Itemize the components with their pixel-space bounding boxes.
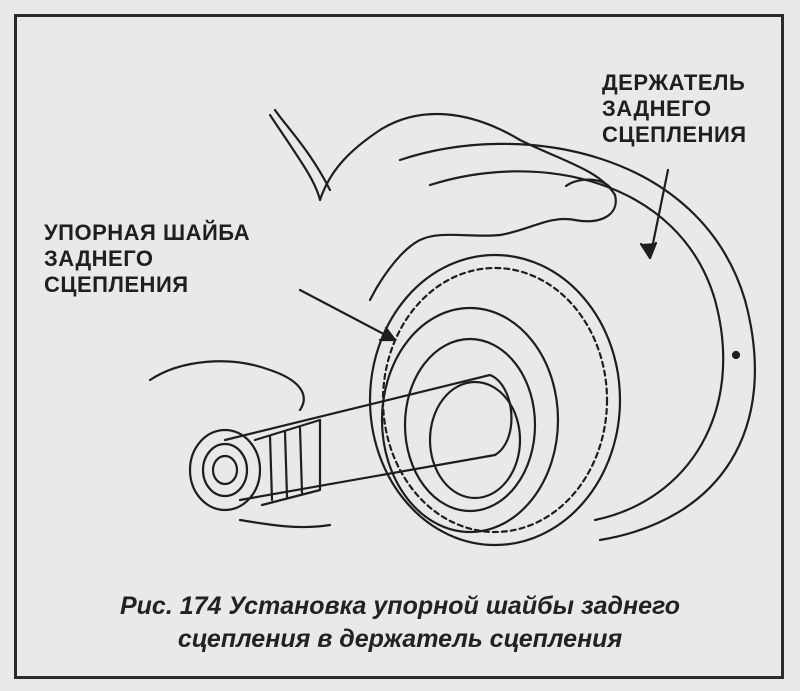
figure-caption: Рис. 174 Установка упорной шайбы заднего… [18,590,782,656]
thrust-washer [380,306,560,534]
washer-label: УПОРНАЯ ШАЙБА ЗАДНЕГО СЦЕПЛЕНИЯ [44,220,250,298]
caption-line-1: Рис. 174 Установка упорной шайбы заднего [119,592,680,620]
washer-arrow [298,288,397,342]
holder-label-line: ДЕРЖАТЕЛЬ [602,70,746,95]
caption-line-2: сцепления в держатель сцепления [177,625,623,653]
holder-label-line: СЦЕПЛЕНИЯ [602,122,747,147]
washer-label-line: УПОРНАЯ ШАЙБА [44,220,251,245]
clutch-holder-rim-inner [428,170,725,522]
shaft-end [188,428,262,512]
washer-label-line: СЦЕПЛЕНИЯ [44,272,189,297]
washer-label-line: ЗАДНЕГО [44,246,154,271]
holder-label-line: ЗАДНЕГО [602,96,712,121]
shaft [223,373,497,502]
holder-label: ДЕРЖАТЕЛЬ ЗАДНЕГО СЦЕПЛЕНИЯ [602,70,747,148]
gear-hub-outer [368,253,622,547]
holder-hole [731,350,741,360]
figure-frame [14,14,784,679]
clutch-holder-rim [398,142,756,542]
lower-hand [148,360,305,412]
upper-hand [268,112,617,302]
